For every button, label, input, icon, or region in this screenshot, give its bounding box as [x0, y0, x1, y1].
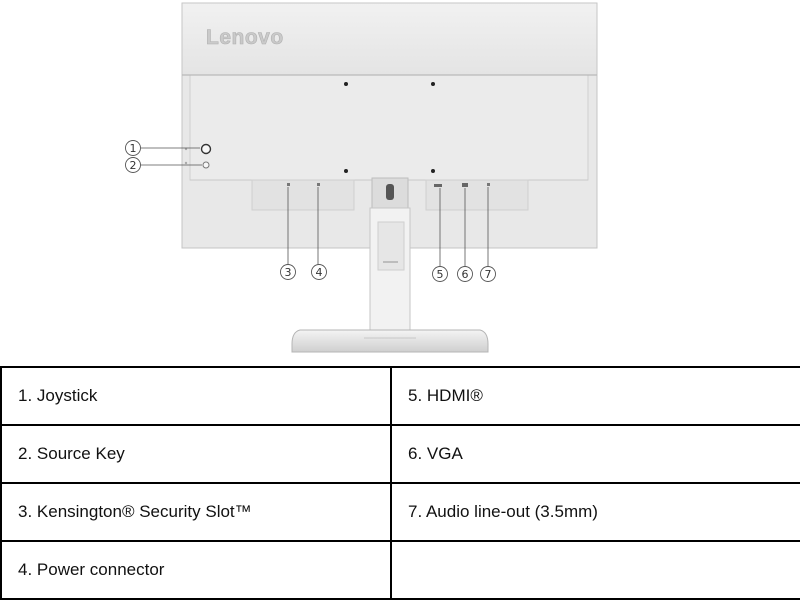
callout-7: 7 — [480, 266, 496, 282]
callout-5: 5 — [432, 266, 448, 282]
table-cell: 3. Kensington® Security Slot™ — [0, 482, 392, 542]
callout-2: 2 — [125, 157, 141, 173]
svg-text:1: 1 — [130, 142, 137, 155]
svg-text:7: 7 — [485, 268, 492, 281]
callout-3: 3 — [280, 264, 296, 280]
table-cell: 5. HDMI® — [390, 366, 800, 426]
vesa-hole — [344, 82, 348, 86]
vesa-hole — [431, 82, 435, 86]
vesa-hole — [431, 169, 435, 173]
stand-base — [291, 329, 489, 353]
source-key-button — [202, 161, 210, 169]
power-connector-marker — [317, 183, 320, 186]
monitor-illustration: Lenovo — [125, 2, 598, 353]
hdmi-port-marker — [434, 184, 442, 187]
table-cell: 6. VGA — [390, 424, 800, 484]
stand-latch — [386, 184, 394, 200]
table-cell: 4. Power connector — [0, 540, 392, 600]
table-row: 2. Source Key 6. VGA — [0, 424, 800, 484]
callout-4: 4 — [311, 264, 327, 280]
monitor-rear-housing — [189, 74, 589, 181]
lenovo-logo: Lenovo — [206, 26, 284, 49]
monitor-rear-diagram: Lenovo — [125, 2, 598, 353]
svg-text:2: 2 — [130, 159, 137, 172]
table-cell: 1. Joystick — [0, 366, 392, 426]
port-recess-left — [251, 179, 355, 211]
table-row: 3. Kensington® Security Slot™ 7. Audio l… — [0, 482, 800, 542]
table-row: 4. Power connector — [0, 540, 800, 600]
port-recess-right — [425, 179, 529, 211]
callout-6: 6 — [457, 266, 473, 282]
table-cell: 2. Source Key — [0, 424, 392, 484]
kensington-slot-marker — [287, 183, 290, 186]
joystick-button — [200, 143, 212, 155]
svg-text:3: 3 — [285, 266, 292, 279]
table-row: 1. Joystick 5. HDMI® — [0, 366, 800, 426]
svg-text:4: 4 — [316, 266, 323, 279]
table-cell — [390, 540, 800, 600]
table-cell: 7. Audio line-out (3.5mm) — [390, 482, 800, 542]
vga-port-marker — [462, 183, 468, 187]
ports-legend-table: 1. Joystick 5. HDMI® 2. Source Key 6. VG… — [0, 366, 800, 600]
vesa-hole — [344, 169, 348, 173]
svg-text:5: 5 — [437, 268, 444, 281]
monitor-top-panel — [181, 2, 598, 76]
svg-text:6: 6 — [462, 268, 469, 281]
callout-1: 1 — [125, 140, 141, 156]
audio-port-marker — [487, 183, 490, 186]
